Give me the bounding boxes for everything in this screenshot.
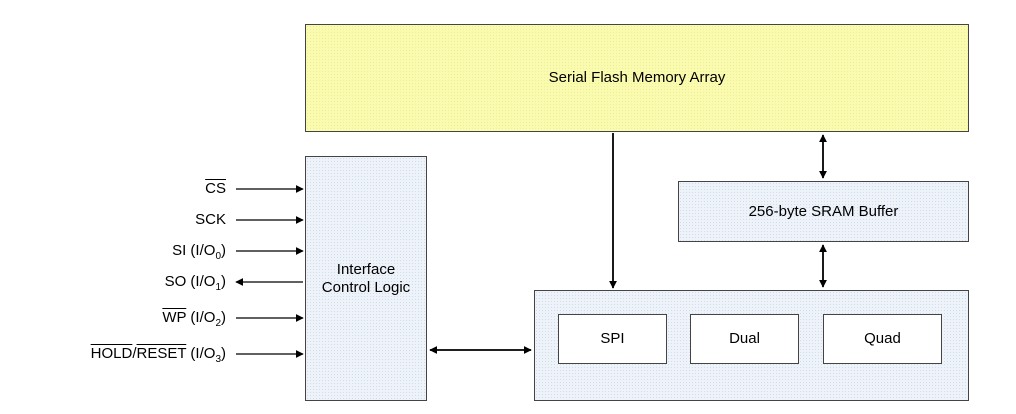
pin-si-label: SI (I/O	[172, 242, 216, 259]
pin-hold-reset: HOLD/RESET (I/O3)	[90, 345, 226, 365]
quad-mode-label: Quad	[864, 330, 901, 347]
pin-hold-close: )	[221, 345, 226, 362]
interface-label-line2: Control Logic	[321, 278, 411, 296]
pin-hold-sep: /	[132, 345, 137, 362]
pin-hold-bar: HOLD	[90, 345, 133, 362]
sram-buffer-block: 256-byte SRAM Buffer	[678, 181, 969, 242]
spi-mode-box: SPI	[558, 314, 667, 364]
pin-hold-sub: 3	[215, 354, 221, 365]
pin-si: SI (I/O0)	[172, 242, 226, 262]
flash-memory-array-block: Serial Flash Memory Array	[305, 24, 969, 132]
pin-wp: WP (I/O2)	[162, 309, 226, 329]
pin-wp-close: )	[221, 309, 226, 326]
interface-label-line1: Interface	[336, 260, 396, 278]
sram-buffer-label: 256-byte SRAM Buffer	[748, 202, 899, 220]
pin-cs-label: CS	[205, 180, 226, 197]
interface-control-logic-block: Interface Control Logic	[305, 156, 427, 401]
dual-mode-label: Dual	[729, 330, 760, 347]
quad-mode-box: Quad	[823, 314, 942, 364]
pin-sck-label: SCK	[195, 211, 226, 228]
pin-si-sub: 0	[215, 251, 221, 262]
flash-memory-array-label: Serial Flash Memory Array	[548, 69, 726, 86]
pin-so: SO (I/O1)	[164, 273, 226, 293]
pin-si-close: )	[221, 242, 226, 259]
dual-mode-box: Dual	[690, 314, 799, 364]
pin-so-close: )	[221, 273, 226, 290]
pin-so-sub: 1	[215, 282, 221, 293]
spi-mode-label: SPI	[600, 330, 625, 347]
pin-wp-bar: WP	[162, 309, 187, 326]
pin-hold-rest: (I/O	[186, 345, 216, 362]
pin-sck: SCK	[195, 211, 226, 229]
interface-control-logic-label: Interface Control Logic	[322, 261, 410, 297]
pin-so-label: SO (I/O	[164, 273, 216, 290]
pin-wp-rest: (I/O	[186, 309, 216, 326]
pin-reset-bar: RESET	[136, 345, 187, 362]
pin-wp-sub: 2	[215, 318, 221, 329]
pin-cs: CS	[205, 180, 226, 198]
